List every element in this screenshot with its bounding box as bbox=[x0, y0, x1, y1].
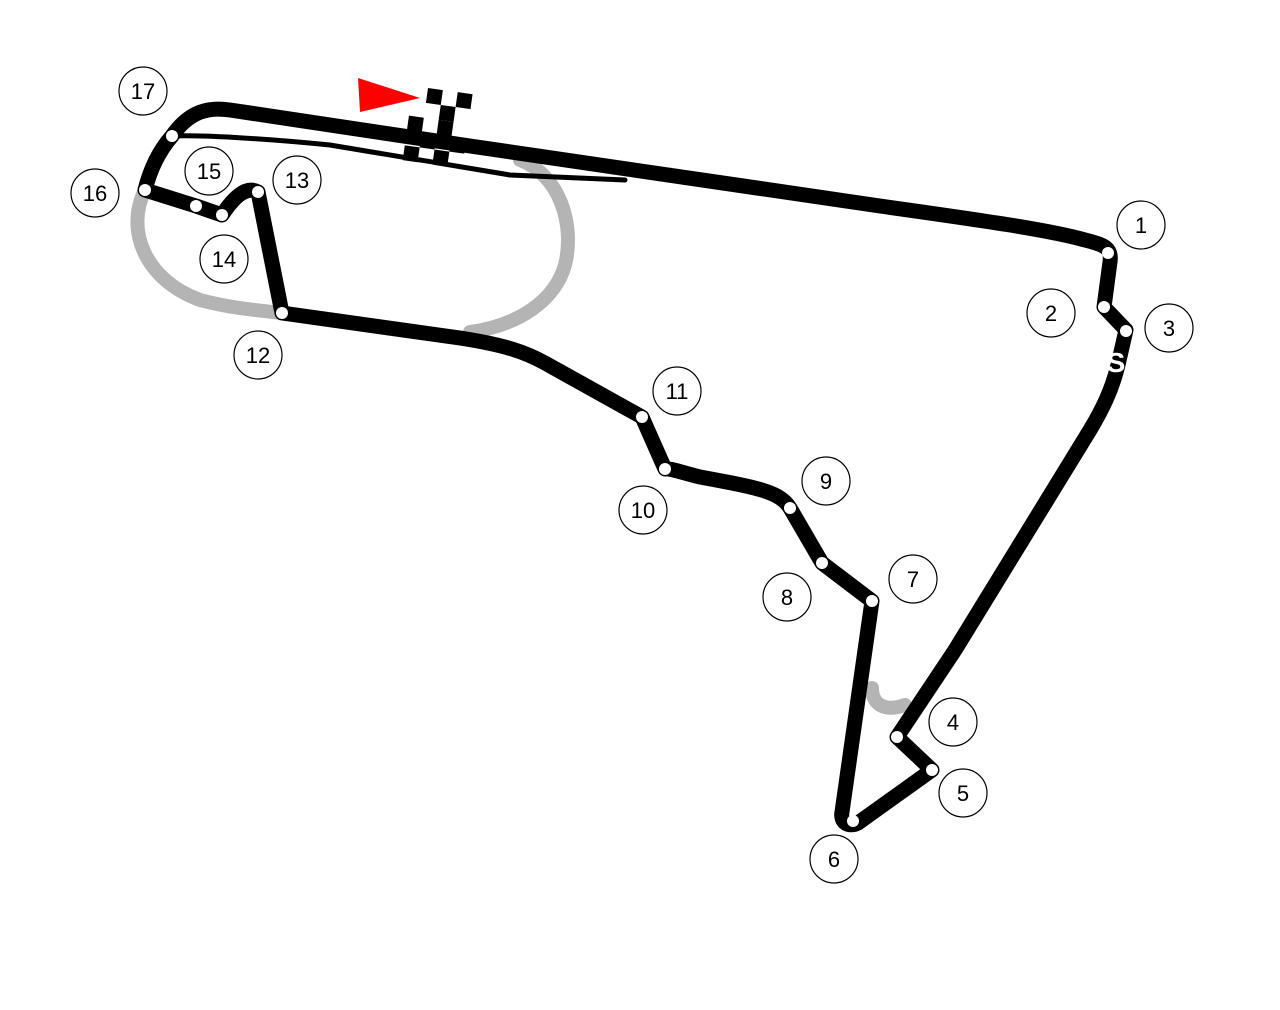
corner-number: 3 bbox=[1163, 316, 1175, 341]
corner-number: 9 bbox=[820, 469, 832, 494]
corner-number: 12 bbox=[246, 343, 270, 368]
unused-track-sections bbox=[130, 153, 912, 715]
corner-label-5: 5 bbox=[938, 768, 988, 818]
corner-number: 1 bbox=[1135, 213, 1147, 238]
corner-label-11: 11 bbox=[652, 366, 702, 416]
corner-number: 5 bbox=[957, 781, 969, 806]
corner-number: 11 bbox=[666, 379, 689, 404]
corner-number: 2 bbox=[1045, 301, 1057, 326]
corner-dot-16 bbox=[139, 184, 151, 196]
corner-dot-9 bbox=[784, 502, 796, 514]
corner-dot-15 bbox=[190, 200, 202, 212]
corner-dot-4 bbox=[891, 731, 903, 743]
corner-label-13: 13 bbox=[272, 155, 322, 205]
corner-label-3: 3 bbox=[1144, 303, 1194, 353]
sector-marker: S bbox=[1107, 347, 1126, 378]
corner-number: 14 bbox=[212, 247, 236, 272]
corner-label-14: 14 bbox=[199, 234, 249, 284]
corner-label-9: 9 bbox=[801, 456, 851, 506]
corner-label-4: 4 bbox=[928, 697, 978, 747]
corner-number: 8 bbox=[781, 585, 793, 610]
corner-dot-2 bbox=[1098, 301, 1110, 313]
corner-label-8: 8 bbox=[762, 572, 812, 622]
corner-label-1: 1 bbox=[1116, 200, 1166, 250]
corner-dot-10 bbox=[659, 463, 671, 475]
corner-label-15: 15 bbox=[184, 146, 234, 196]
corner-dot-14 bbox=[216, 209, 228, 221]
corner-label-6: 6 bbox=[809, 834, 859, 884]
corner-dot-12 bbox=[276, 307, 288, 319]
start-finish-flag-icon bbox=[358, 78, 420, 112]
corner-number: 16 bbox=[83, 181, 107, 206]
corner-number: 7 bbox=[907, 567, 919, 592]
corner-dot-13 bbox=[252, 186, 264, 198]
corner-label-17: 17 bbox=[118, 66, 168, 116]
corner-number: 4 bbox=[947, 710, 959, 735]
corner-labels: 1 2 3 4 5 6 7 8 bbox=[70, 66, 1194, 884]
checkered-flag-icon bbox=[402, 88, 473, 180]
main-track bbox=[137, 101, 1134, 833]
unused-oval-loop bbox=[463, 153, 575, 339]
corner-label-12: 12 bbox=[233, 330, 283, 380]
corner-dots bbox=[139, 130, 1132, 827]
unused-hairpin-link bbox=[865, 681, 912, 715]
corner-label-16: 16 bbox=[70, 168, 120, 218]
corner-dot-5 bbox=[926, 764, 938, 776]
corner-dot-8 bbox=[816, 557, 828, 569]
corner-label-2: 2 bbox=[1026, 288, 1076, 338]
corner-dot-11 bbox=[636, 411, 648, 423]
corner-dot-17 bbox=[166, 130, 178, 142]
corner-number: 6 bbox=[828, 847, 840, 872]
corner-number: 13 bbox=[285, 168, 309, 193]
corner-number: 10 bbox=[631, 498, 655, 523]
corner-number: 17 bbox=[131, 79, 155, 104]
corner-dot-3 bbox=[1120, 325, 1132, 337]
corner-label-7: 7 bbox=[888, 554, 938, 604]
corner-number: 15 bbox=[197, 159, 221, 184]
old-straight-line bbox=[169, 133, 628, 183]
corner-label-10: 10 bbox=[618, 485, 668, 535]
unused-west-loop bbox=[130, 183, 289, 320]
corner-dot-6 bbox=[847, 815, 859, 827]
corner-dot-7 bbox=[866, 595, 878, 607]
corner-dot-1 bbox=[1102, 247, 1114, 259]
